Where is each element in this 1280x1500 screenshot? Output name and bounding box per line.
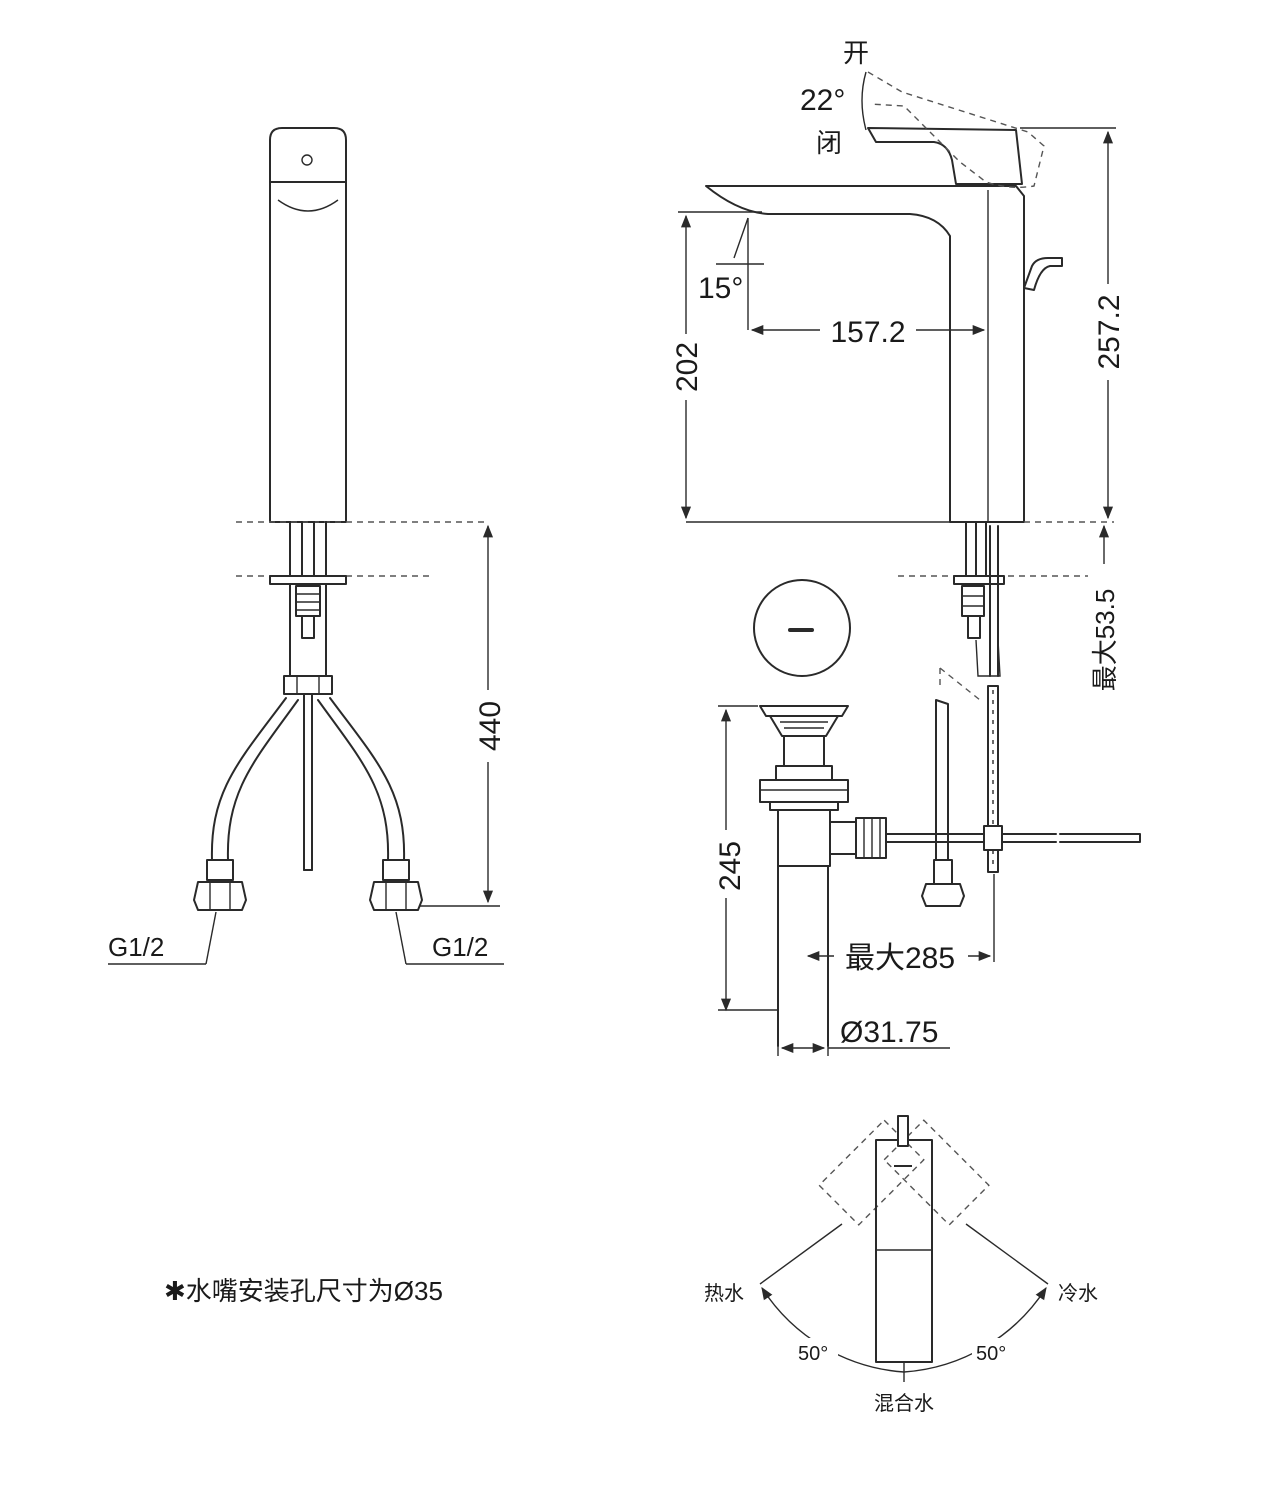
popup-waste-cap — [759, 705, 849, 717]
label-close: 闭 — [816, 128, 842, 158]
angle-right-text: 50° — [976, 1343, 1006, 1365]
dim-257-text: 257.2 — [1093, 294, 1126, 369]
dim-440-text: 440 — [474, 701, 507, 751]
label-mixed-water: 混合水 — [874, 1392, 934, 1415]
popup-clevis-strap — [987, 685, 999, 873]
front-left-connector — [193, 881, 247, 911]
side-lift-rod — [1023, 257, 1063, 291]
popup-extension-strap — [935, 699, 949, 861]
label-cold-water: 冷水 — [1058, 1282, 1098, 1305]
label-hot-water: 热水 — [704, 1282, 744, 1305]
dim-53-text: 最大53.5 — [1090, 589, 1120, 692]
front-left-hose — [210, 697, 287, 861]
side-mounting-nut — [953, 575, 1005, 585]
dim-157-text: 157.2 — [830, 316, 905, 349]
side-lever-closed — [867, 127, 1023, 185]
dim-245-text: 245 — [714, 841, 747, 891]
dim-diameter-text: Ø31.75 — [840, 1016, 938, 1049]
installation-note: ✱水嘴安装孔尺寸为Ø35 — [164, 1276, 443, 1306]
dim-22deg-text: 22° — [800, 84, 845, 117]
side-lever-open-dashed — [867, 71, 1045, 189]
dim-202-text: 202 — [671, 342, 704, 392]
front-lever-indicator — [301, 154, 313, 166]
side-view: 开 22° 闭 15° 157.2 202 257.2 — [670, 38, 1141, 1056]
dim-15deg-text: 15° — [698, 272, 743, 305]
front-view: 440 G1/2 G1/2 — [108, 127, 507, 965]
popup-waste-flange — [759, 779, 849, 803]
top-view-body — [875, 1139, 933, 1363]
label-open: 开 — [843, 38, 869, 68]
angle-left-text: 50° — [798, 1343, 828, 1365]
connector-right-label: G1/2 — [432, 932, 488, 962]
popup-top-view — [753, 579, 851, 677]
top-view: 50° 50° 热水 冷水 混合水 — [704, 1115, 1098, 1415]
connector-left-label: G1/2 — [108, 932, 164, 962]
front-faucet-body — [269, 127, 347, 523]
front-right-connector — [369, 881, 423, 911]
side-faucet-body — [705, 185, 1025, 523]
dim-285-text: 最大285 — [845, 942, 955, 975]
front-right-hose — [329, 697, 406, 861]
front-mounting-nut — [269, 575, 347, 585]
